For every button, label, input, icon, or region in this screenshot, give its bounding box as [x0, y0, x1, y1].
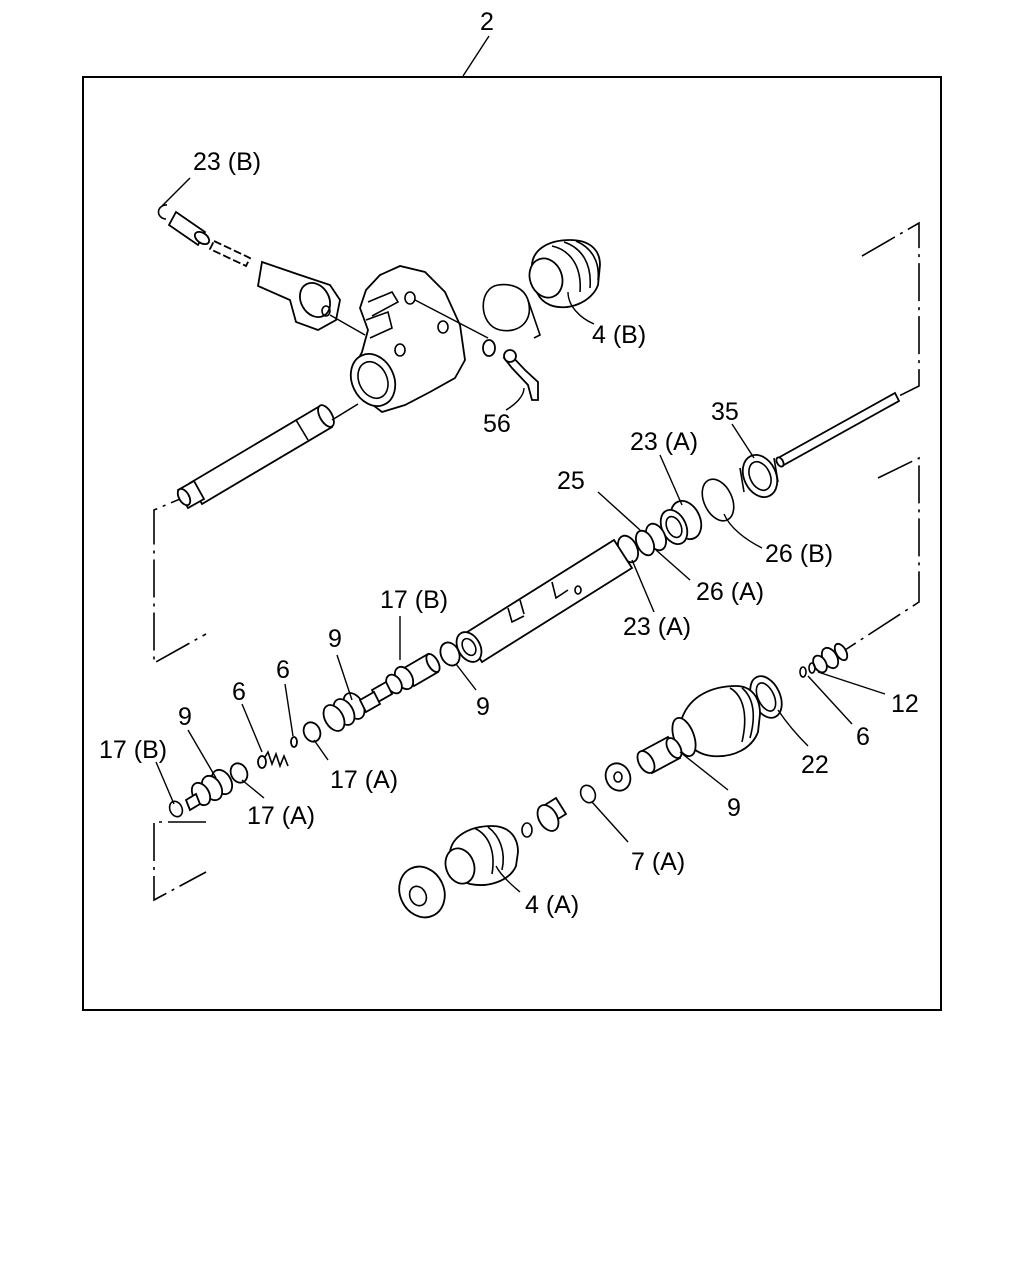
- pin: [208, 239, 252, 268]
- label-23a-upper: 23 (A): [630, 428, 698, 456]
- washer-7a: [579, 784, 597, 804]
- label-6-left: 6: [232, 678, 246, 706]
- leader-6-right: [807, 675, 853, 725]
- label-6-right: 6: [856, 723, 870, 751]
- valve-17b: [370, 652, 441, 704]
- washer-6-right: [799, 666, 807, 678]
- label-17a-left: 17 (A): [247, 802, 315, 830]
- leader-17a-left: [241, 779, 265, 799]
- spool-9-left: [184, 768, 234, 812]
- retainer-clip: [482, 283, 541, 339]
- bushing-right: [604, 762, 632, 792]
- leader-6-mid: [284, 683, 294, 737]
- seal-9-mid: [439, 641, 461, 667]
- alignment-bracket-left-lower: [153, 821, 207, 902]
- label-23a-lower: 23 (A): [623, 613, 691, 641]
- leader-22: [777, 709, 809, 747]
- label-56: 56: [483, 410, 511, 438]
- label-4a: 4 (A): [525, 891, 579, 919]
- leader-4b: [567, 291, 595, 325]
- label-17a-mid: 17 (A): [330, 766, 398, 794]
- label-17b-mid: 17 (B): [380, 586, 448, 614]
- rack-rod: [775, 391, 901, 468]
- end-fitting-12: [808, 642, 849, 674]
- leader-23a-lower: [631, 559, 655, 613]
- leader-4a: [495, 865, 521, 893]
- label-35: 35: [711, 398, 739, 426]
- label-9-center: 9: [476, 693, 490, 721]
- leader-17a-mid: [313, 739, 329, 761]
- leader-6-left: [241, 703, 263, 753]
- spring-6-left: [257, 750, 289, 769]
- alignment-bracket-right-lower: [844, 456, 920, 651]
- leader-23b: [161, 177, 191, 207]
- leader-17b-left: [155, 761, 175, 805]
- ring-25-and-26a: [635, 522, 667, 557]
- label-23b: 23 (B): [193, 148, 261, 176]
- leader-56: [505, 387, 525, 411]
- leader-26b: [723, 513, 763, 549]
- leader-26a: [655, 549, 691, 581]
- label-6-mid: 6: [276, 656, 290, 684]
- label-4b: 4 (B): [592, 321, 646, 349]
- ring-17b-left: [168, 800, 184, 818]
- kit-frame: [82, 76, 942, 1011]
- label-kit-2: 2: [480, 8, 494, 36]
- boot-4a: [444, 825, 519, 886]
- cylinder-tube: [455, 538, 634, 664]
- label-9-mid: 9: [328, 625, 342, 653]
- ring-17a-left: [229, 762, 249, 784]
- leader-kit-2: [462, 35, 490, 77]
- leader-25: [597, 491, 641, 531]
- leader-23a-upper: [659, 454, 683, 506]
- label-7a: 7 (A): [631, 848, 685, 876]
- leader-35: [731, 423, 755, 459]
- seal-35: [739, 454, 779, 498]
- label-9-right: 9: [727, 794, 741, 822]
- bolt-56: [482, 339, 539, 401]
- alignment-bracket-right-upper: [861, 221, 920, 399]
- pin-axis-line-2: [414, 299, 489, 339]
- bushing-center: [521, 796, 568, 838]
- label-17b-left: 17 (B): [99, 736, 167, 764]
- spring-6-mid: [290, 736, 298, 748]
- ring-17a-mid: [302, 721, 322, 743]
- snap-ring-23b: [157, 204, 168, 220]
- leader-12: [817, 671, 886, 695]
- leader-9-center: [455, 663, 477, 691]
- label-9-left: 9: [178, 703, 192, 731]
- leader-9-mid: [336, 654, 353, 701]
- label-22: 22: [801, 751, 829, 779]
- piston-9-right: [636, 735, 683, 775]
- label-12: 12: [891, 690, 919, 718]
- label-25: 25: [557, 467, 585, 495]
- leader-7a: [591, 801, 629, 843]
- bushing: [167, 210, 211, 247]
- pin-axis-line-1: [329, 314, 366, 336]
- boot-4b: [528, 239, 601, 309]
- leader-9-left: [187, 729, 217, 779]
- pitman-arm: [256, 260, 341, 331]
- seal-23a-upper: [659, 500, 703, 545]
- gear-housing: [349, 265, 466, 413]
- spool-9-mid: [322, 690, 382, 732]
- o-ring-26b: [701, 478, 735, 522]
- label-26b: 26 (B): [765, 540, 833, 568]
- alignment-bracket-left-upper: [153, 487, 207, 665]
- label-26a: 26 (A): [696, 578, 764, 606]
- leader-9-right: [679, 751, 729, 791]
- input-shaft: [176, 403, 359, 510]
- end-cap: [398, 865, 446, 919]
